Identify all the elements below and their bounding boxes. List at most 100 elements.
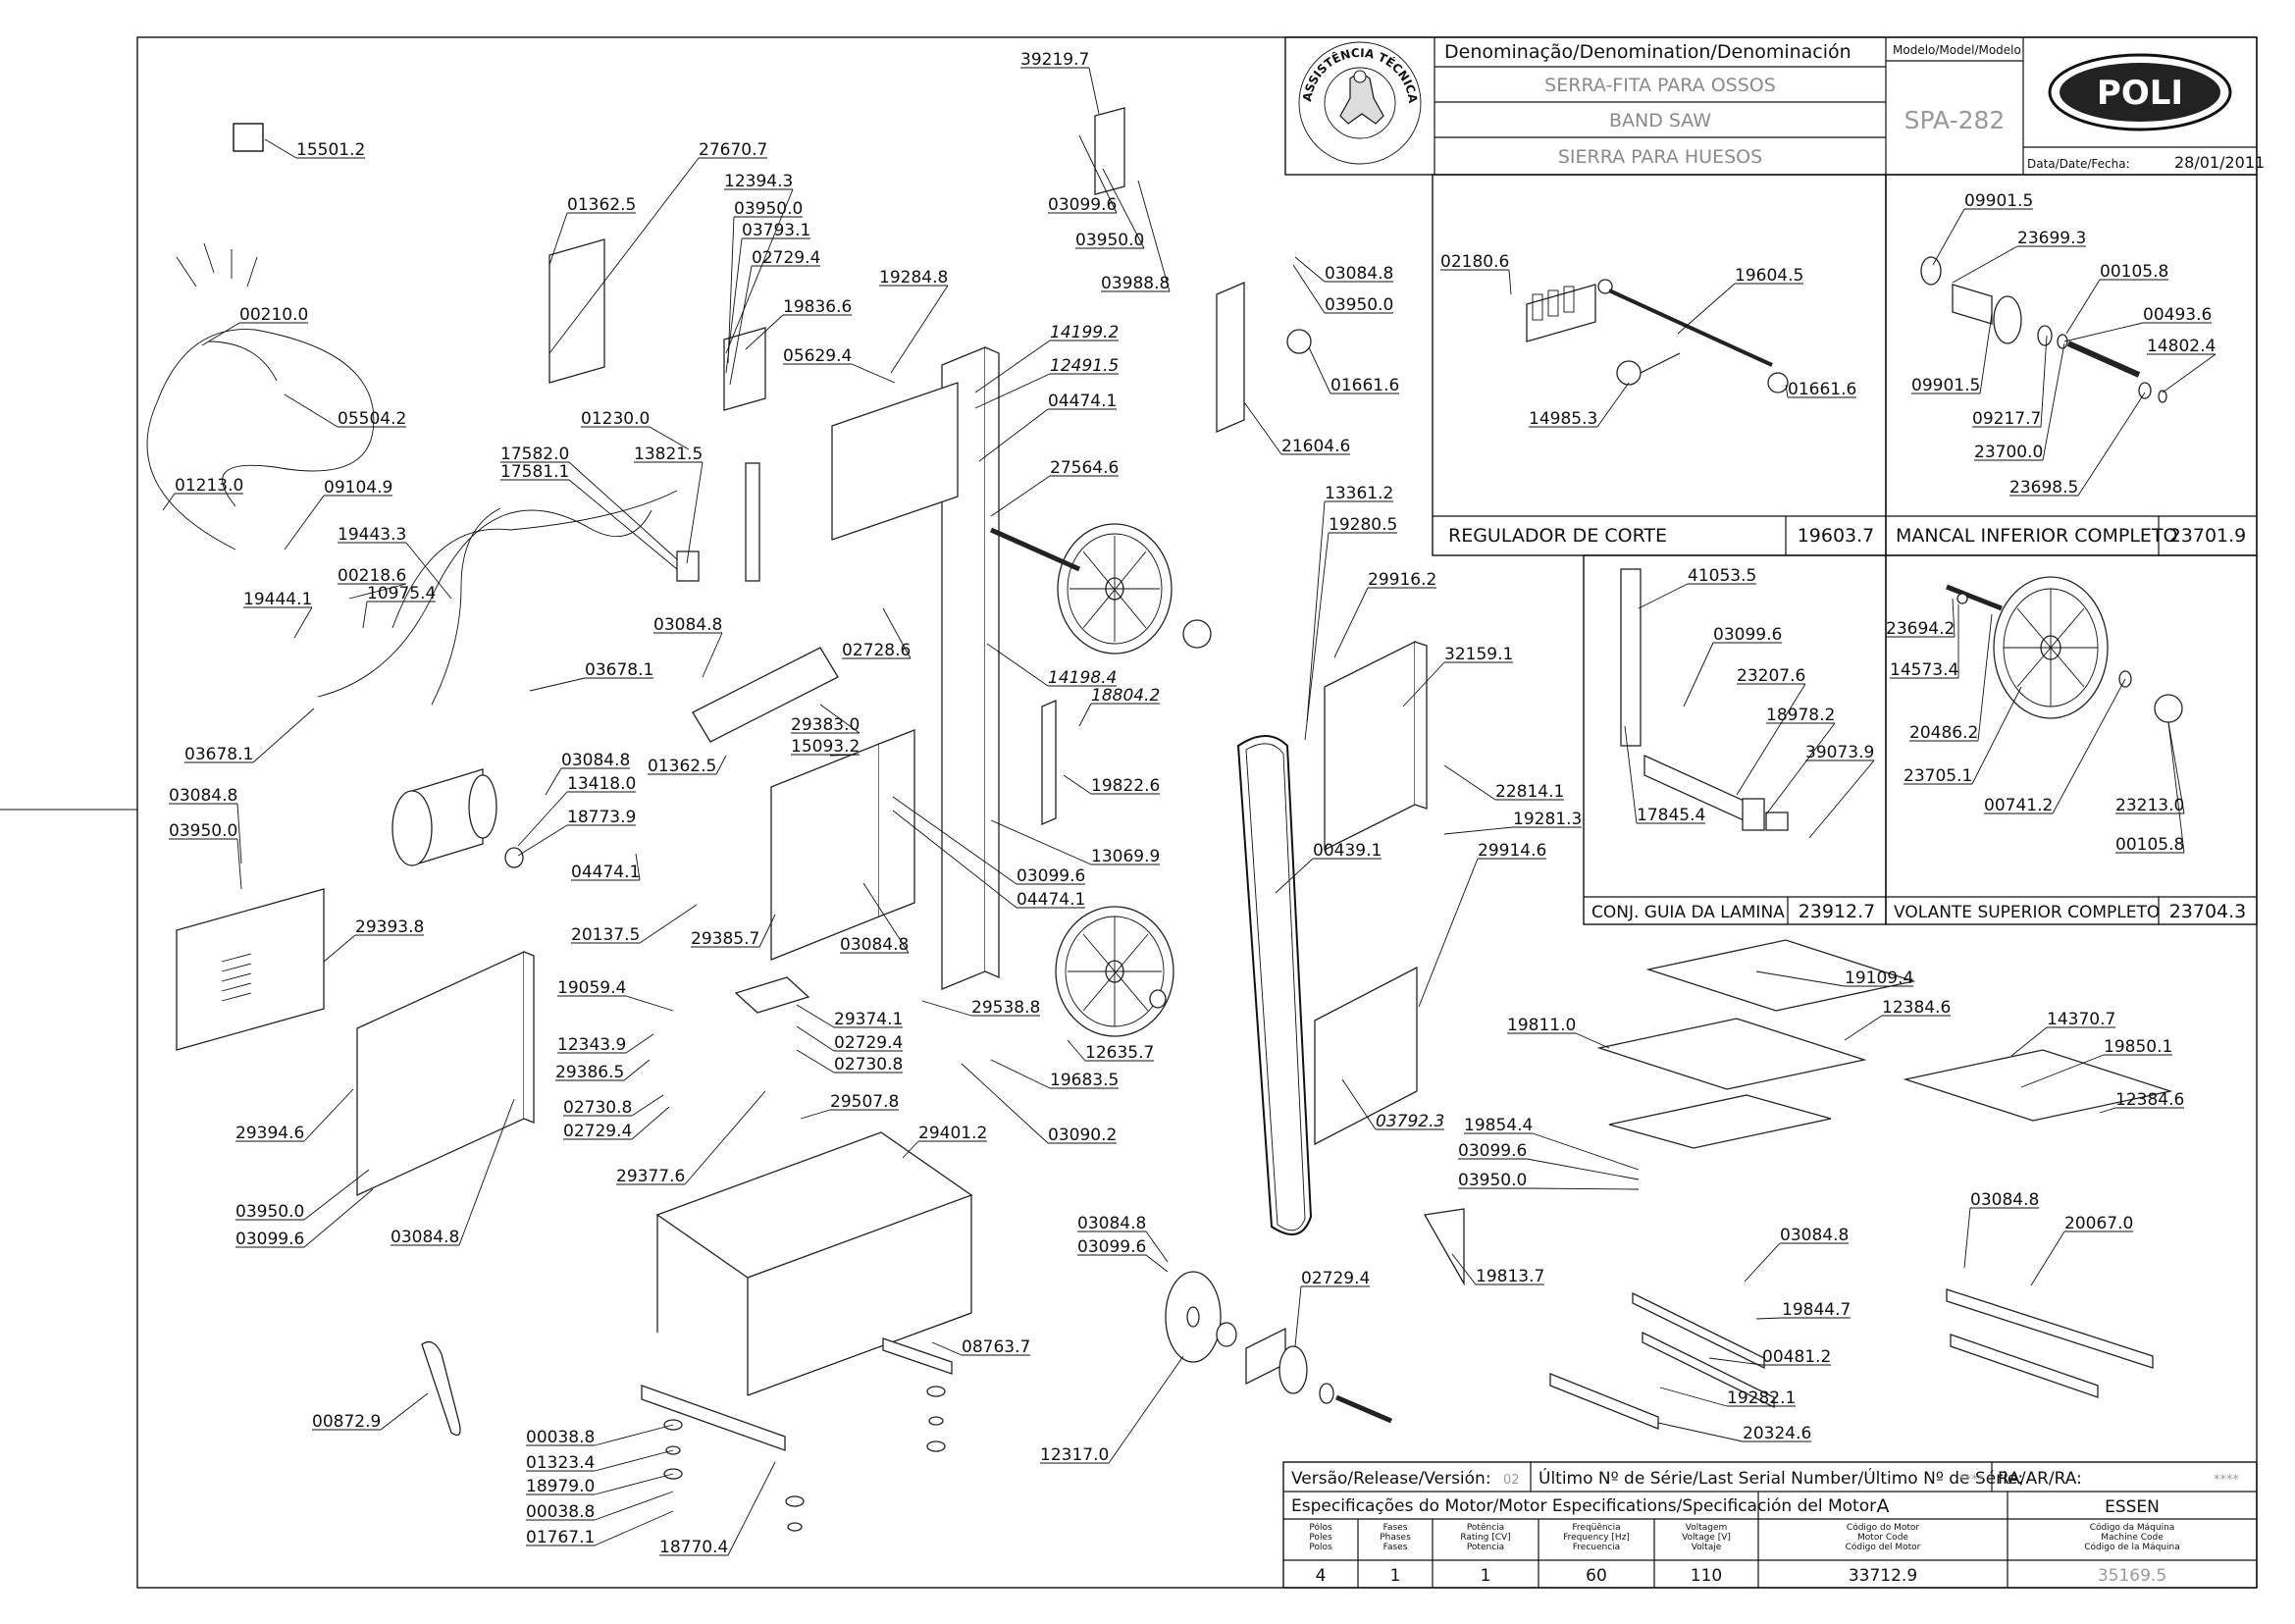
part-number-label: 23699.3 [2017,229,2086,248]
part-callout: 18804.2 [1078,686,1160,727]
model-number: SPA-282 [1904,106,2006,134]
leader-line [594,1491,674,1521]
machine-name-en: BAND SAW [1609,110,1711,131]
part-callout: 12384.6 [2099,1090,2184,1114]
leader-line [902,1140,919,1159]
part-number-label: 02729.4 [1301,1269,1370,1288]
part-number-label: 02730.8 [563,1098,632,1118]
leader-line [1708,1357,1763,1366]
part-callout: 03099.6 [892,796,1085,886]
part-number-label: 18979.0 [526,1477,595,1496]
part-callout: 08763.7 [931,1337,1030,1357]
part-callout: 19280.5 [1304,515,1397,741]
leader-line [725,237,743,374]
part-number-label: 29394.6 [235,1124,304,1143]
leader-line [293,606,313,639]
part-callout: 19822.6 [1063,774,1160,796]
part-callout: 02730.8 [563,1094,664,1118]
part-number-label: 03950.0 [235,1202,304,1222]
part-number-label: 13418.0 [567,774,636,794]
part-callout: 03678.1 [184,707,315,764]
part-number-label: 20486.2 [1909,723,1978,743]
part-number-label: 03793.1 [742,221,810,240]
part-callout: 19282.1 [1659,1387,1796,1408]
part-callout: 03084.8 [1963,1190,2039,1269]
part-callout: 27670.7 [548,140,767,354]
part-callout: 22814.1 [1443,764,1564,802]
part-callout: 12317.0 [1040,1355,1184,1465]
part-callout: 19281.3 [1443,810,1582,835]
part-number-label: 05629.4 [783,346,852,366]
leader-line [796,1049,835,1074]
part-number-label: 18804.2 [1091,686,1160,706]
part-callout: 00741.2 [1984,678,2126,815]
leader-line [2162,353,2217,393]
leader-line [1275,858,1314,894]
leader-line [1451,1253,1477,1285]
leader-line [1638,583,1689,609]
leader-line [1736,683,1806,796]
power-value: 1 [1481,1566,1491,1586]
leader-line [1304,532,1330,741]
part-callout: 13361.2 [1306,484,1393,723]
part-callout: 15093.2 [791,737,860,757]
leader-line [1808,760,1875,839]
subassembly-code: 23912.7 [1799,901,1876,922]
ra-label: RA/AR/RA: [1998,1469,2082,1489]
part-number-label: 00105.8 [2100,262,2168,282]
part-callout: 18770.4 [659,1461,776,1557]
leader-line [1785,384,1789,398]
part-callout: 29916.2 [1333,570,1436,658]
leader-line [990,819,1092,865]
part-number-label: 03792.3 [1376,1112,1444,1131]
leader-line [284,393,339,428]
leader-line [1963,1207,1971,1269]
part-callout: 01362.5 [648,755,727,776]
leader-line [639,904,698,944]
leader-line [162,493,176,511]
leader-line [548,157,700,354]
part-callout: 19683.5 [990,1059,1119,1090]
part-number-label: 19282.1 [1727,1388,1796,1408]
part-callout: 29401.2 [902,1124,987,1159]
leader-line [1243,401,1282,455]
part-callout: 14370.7 [2010,1010,2115,1057]
part-callout: 03099.6 [1048,134,1118,215]
leader-line [264,138,297,159]
part-number-label: 19059.4 [557,978,626,998]
leader-line [1755,970,1846,987]
leader-line [990,1059,1051,1089]
leader-line [686,461,704,564]
machine-name-pt: SERRA-FITA PARA OSSOS [1544,75,1776,96]
leader-line [684,1090,766,1185]
part-callout: 01661.6 [1308,346,1399,395]
part-number-label: 03099.6 [235,1230,304,1249]
leader-line [862,882,910,954]
part-callout: 04474.1 [892,810,1085,910]
part-callout: 02180.6 [1440,252,1512,295]
part-callout: 03950.0 [169,821,242,890]
leader-line [1137,180,1171,292]
part-number-label: 19813.7 [1476,1267,1544,1286]
leader-line [631,1106,670,1140]
part-callout: 03950.0 [1075,168,1145,250]
part-callout: 00105.8 [2115,721,2185,855]
leader-line [1952,598,1956,638]
part-number-label: 03099.6 [1017,866,1085,886]
part-number-label: 20324.6 [1743,1424,1811,1443]
part-callout: 19444.1 [243,590,313,639]
leader-line [348,583,407,600]
part-number-label: 23700.0 [1974,443,2043,462]
part-callout: 03793.1 [725,221,810,374]
part-number-label: 03084.8 [391,1228,459,1247]
leader-line [1755,1317,1783,1320]
part-number-label: 03678.1 [184,745,253,764]
part-callout: 03084.8 [653,615,723,678]
part-callout: 19443.3 [338,525,452,600]
part-callout: 03099.6 [1458,1141,1640,1180]
part-number-label: 20067.0 [2064,1214,2133,1233]
part-number-label: 15093.2 [791,737,860,757]
part-callout: 19604.5 [1677,266,1803,335]
